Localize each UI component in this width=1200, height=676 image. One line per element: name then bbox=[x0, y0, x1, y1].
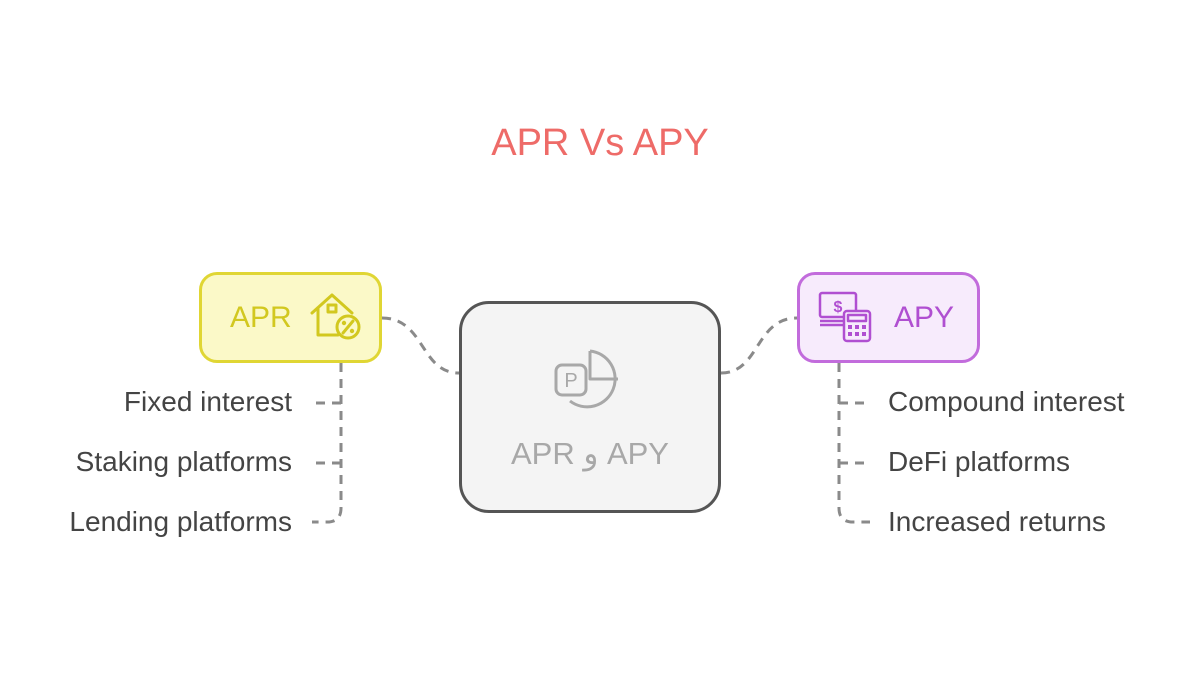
apy-label: APY bbox=[894, 300, 955, 334]
svg-text:$: $ bbox=[834, 299, 843, 316]
apr-item-fixed-interest: Fixed interest bbox=[123, 386, 292, 417]
center-label: APR و APY bbox=[511, 435, 669, 471]
presentation-pie-icon: P bbox=[550, 343, 630, 420]
center-apy-connector bbox=[720, 316, 798, 375]
svg-text:P: P bbox=[564, 370, 577, 392]
apy-item-increased-returns: Increased returns bbox=[888, 506, 1106, 537]
apr-center-connector bbox=[381, 316, 460, 375]
apr-item-lending-platforms: Lending platforms bbox=[69, 506, 292, 537]
apy-item-compound-interest: Compound interest bbox=[888, 386, 1125, 417]
apr-item-staking-platforms: Staking platforms bbox=[75, 446, 292, 477]
center-node: P APR و APY bbox=[459, 301, 721, 513]
apr-label: APR bbox=[230, 300, 292, 334]
apr-node: APR bbox=[199, 272, 382, 363]
house-percent-icon bbox=[308, 289, 364, 346]
apy-node: $ APY bbox=[797, 272, 980, 363]
apy-item-defi-platforms: DeFi platforms bbox=[888, 446, 1071, 477]
apy-spine bbox=[837, 363, 870, 524]
diagram-title: APR Vs APY bbox=[491, 122, 709, 164]
apr-spine bbox=[312, 363, 343, 524]
cash-calculator-icon: $ bbox=[818, 287, 874, 348]
